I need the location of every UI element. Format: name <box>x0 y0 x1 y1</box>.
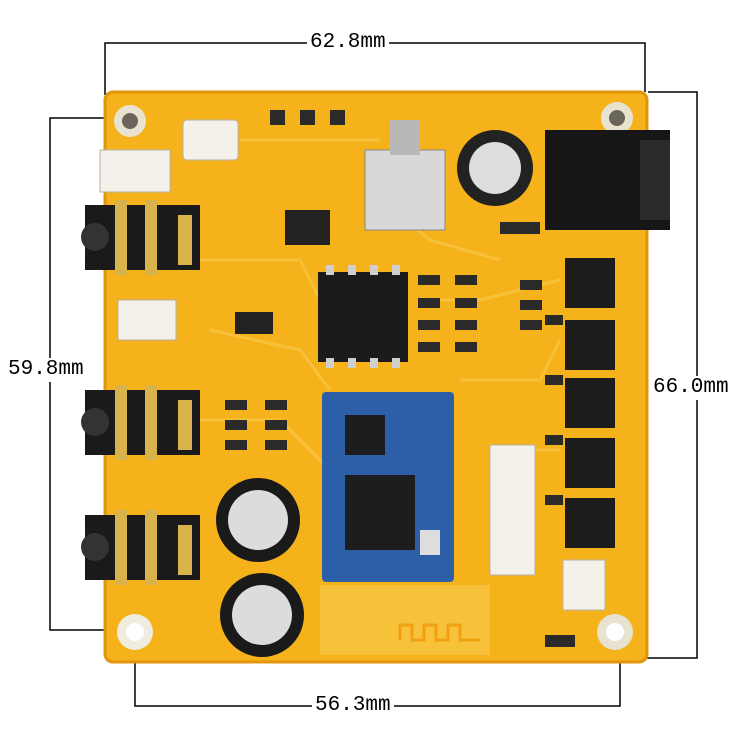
capacitor-top <box>232 585 292 645</box>
left-height-label: 59.8mm <box>5 358 87 382</box>
module-chip-small <box>345 415 385 455</box>
right-height-label: 66.0mm <box>650 376 732 400</box>
mounting-holes <box>114 102 633 650</box>
regulator-tab <box>390 120 420 155</box>
tactile-buttons <box>565 258 615 548</box>
bluetooth-chip <box>345 475 415 550</box>
voltage-regulator <box>364 149 446 231</box>
sot-regulator <box>285 210 330 245</box>
antenna-trace <box>398 623 480 642</box>
dc-jack-opening <box>640 140 670 220</box>
capacitor-top <box>228 490 288 550</box>
smd-components <box>225 110 575 647</box>
audio-jacks <box>81 200 200 585</box>
dip8-chip <box>318 272 408 362</box>
antenna-area <box>320 585 490 655</box>
chip-pins <box>326 265 400 368</box>
right-dimension-line <box>640 91 698 659</box>
jst-connectors <box>99 119 606 611</box>
bottom-width-label: 56.3mm <box>312 694 394 718</box>
crystal <box>420 530 440 555</box>
smd-ic <box>235 312 273 334</box>
top-width-label: 62.8mm <box>307 31 389 55</box>
capacitor-top <box>469 142 521 194</box>
